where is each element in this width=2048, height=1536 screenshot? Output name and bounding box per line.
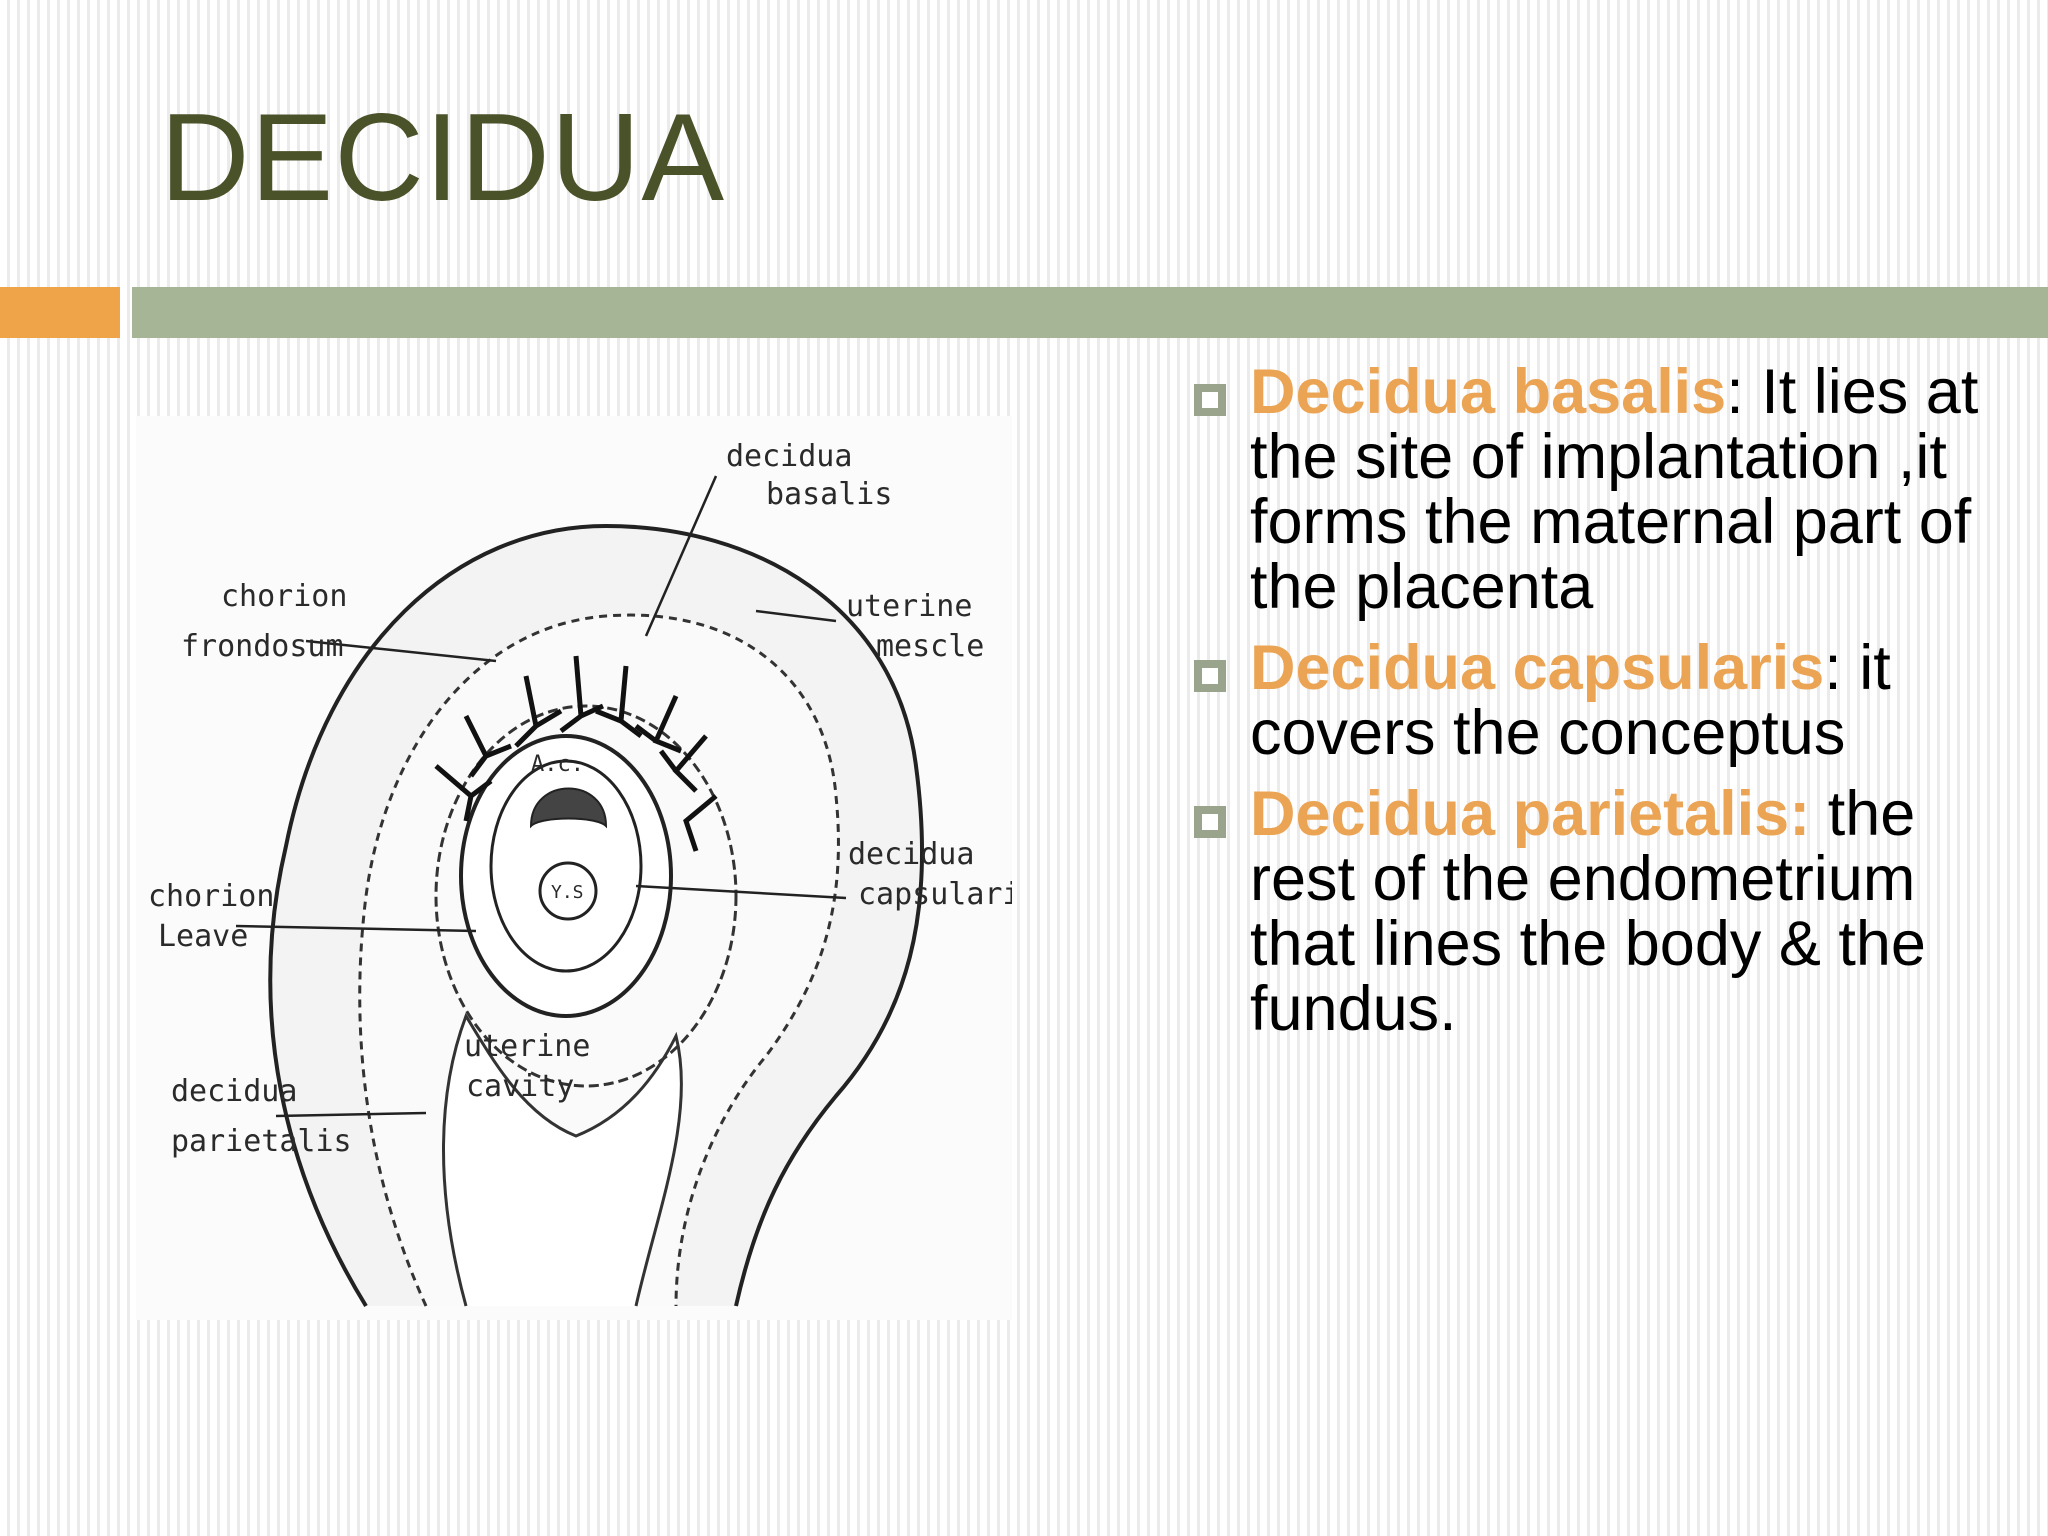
- term-separator: :: [1824, 633, 1842, 703]
- amniotic-sac: [489, 759, 643, 973]
- label-amniotic-cavity: A.c.: [531, 752, 584, 777]
- accent-bar: [0, 287, 120, 338]
- leader-muscle: [755, 609, 837, 623]
- label-uterine-cavity-2: cavity: [466, 1069, 574, 1104]
- label-chorion-leave-1: chorion: [148, 879, 274, 914]
- leader-parietalis: [275, 1111, 427, 1118]
- hollow-square-bullet-icon: [1194, 384, 1226, 416]
- label-decidua-capsularis-2: capsularis: [858, 877, 1012, 912]
- leader-leave: [235, 924, 477, 933]
- chorion-frondosum-villi: [434, 655, 718, 852]
- bullet-text: it covers the conceptus: [1250, 633, 1891, 768]
- decidua-diagram: decidua basalis chorion frondosum uterin…: [136, 416, 1012, 1320]
- diagram-drawing: decidua basalis chorion frondosum uterin…: [148, 439, 1012, 1308]
- term-decidua-capsularis: Decidua capsularis: [1250, 633, 1825, 703]
- bullet-text: the rest of the endometrium that lines t…: [1250, 779, 1926, 1044]
- label-uterine-muscle-1: uterine: [846, 589, 972, 624]
- label-uterine-muscle-2: mescle: [876, 629, 984, 664]
- uterine-cavity: [442, 1012, 683, 1307]
- label-uterine-cavity-1: uterine: [464, 1029, 590, 1064]
- title-rule: [132, 287, 2048, 338]
- embryo: [529, 787, 608, 829]
- label-chorion-leave-2: Leave: [158, 919, 248, 954]
- label-decidua-parietalis-2: parietalis: [171, 1124, 352, 1159]
- label-yolk-sac: Y.S: [551, 882, 584, 903]
- yolk-sac: [538, 861, 598, 921]
- label-decidua-basalis-2: basalis: [766, 477, 892, 512]
- term-suffix: :: [1789, 779, 1811, 849]
- term-separator: :: [1726, 357, 1744, 427]
- label-chorion-frondosum-2: frondosum: [181, 629, 344, 664]
- leader-basalis: [644, 475, 718, 637]
- bullet-decidua-parietalis: Decidua parietalis: the rest of the endo…: [1190, 782, 2010, 1042]
- decidua-capsularis-shape: [434, 704, 738, 1088]
- bullet-text: It lies at the site of implantation ,it …: [1250, 357, 1979, 622]
- bullet-decidua-basalis: Decidua basalis: It lies at the site of …: [1190, 360, 2010, 620]
- bullet-decidua-capsularis: Decidua capsularis: it covers the concep…: [1190, 636, 2010, 766]
- slide-title: DECIDUA: [160, 89, 726, 227]
- leader-frondosum: [305, 639, 497, 663]
- hollow-square-bullet-icon: [1194, 660, 1226, 692]
- leader-capsularis: [635, 884, 847, 900]
- label-chorion-frondosum-1: chorion: [221, 579, 347, 614]
- term-decidua-parietalis: Decidua parietalis: [1250, 779, 1790, 849]
- hollow-square-bullet-icon: [1194, 806, 1226, 838]
- bullet-list: Decidua basalis: It lies at the site of …: [1190, 360, 2010, 1058]
- label-decidua-basalis-1: decidua: [726, 439, 852, 474]
- label-decidua-capsularis-1: decidua: [848, 837, 974, 872]
- label-decidua-parietalis-1: decidua: [171, 1074, 297, 1109]
- term-decidua-basalis: Decidua basalis: [1250, 357, 1727, 427]
